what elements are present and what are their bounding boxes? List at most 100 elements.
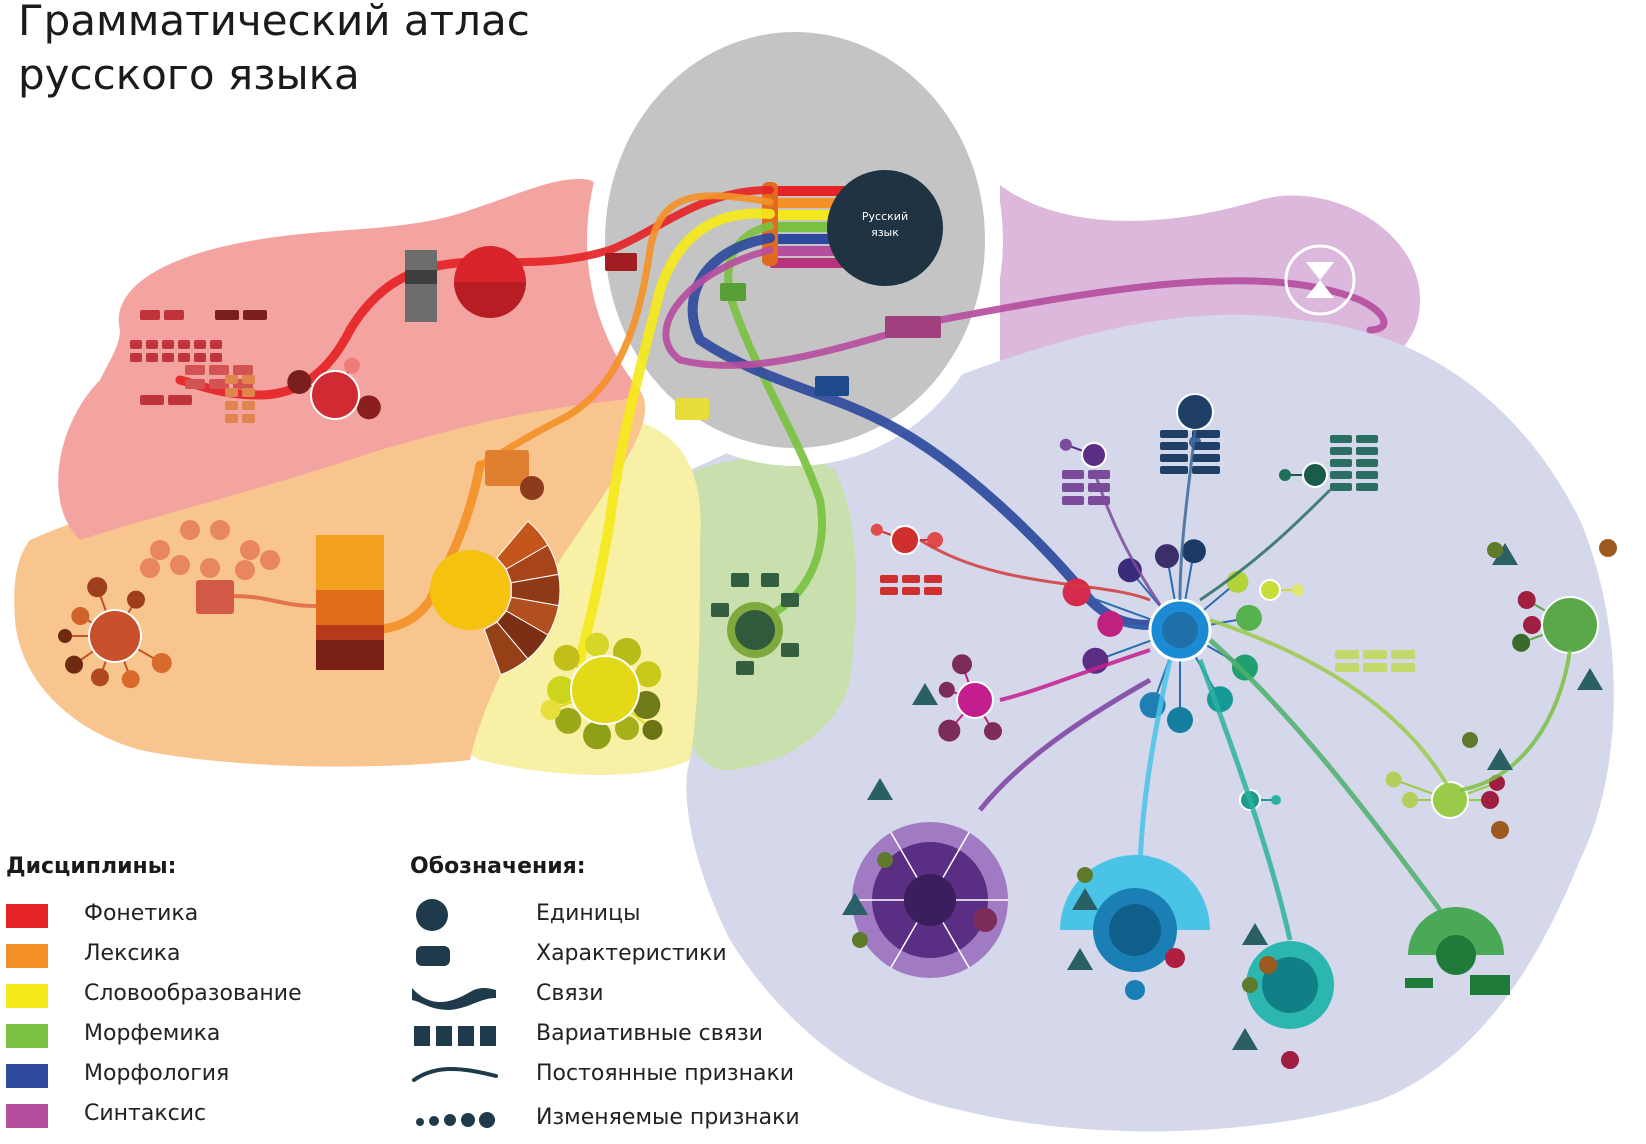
cluster-node (615, 716, 639, 741)
symbol-label: Изменяемые признаки (536, 1105, 800, 1130)
morphology-curve (1178, 429, 1197, 601)
cluster-node (1523, 616, 1541, 634)
hourglass-badge-icon (1284, 244, 1356, 316)
morphology-box (1192, 430, 1220, 438)
triangle-marker-icon (1492, 543, 1518, 565)
morphology-curve (1092, 469, 1162, 606)
morphology-box (1160, 466, 1188, 474)
phonetics-box (168, 395, 192, 405)
morphology-box (1363, 663, 1387, 672)
cluster-node (58, 629, 72, 643)
center-node-label: язык (871, 226, 899, 239)
lexis-node (150, 540, 170, 560)
discipline-label: Фонетика (84, 901, 199, 926)
phonetics-box (225, 388, 238, 397)
cluster-node (151, 653, 172, 673)
morphology-spoke-node (1097, 610, 1124, 637)
morphology-box (1405, 978, 1433, 988)
phonetics-box (242, 375, 255, 384)
phonetics-box (225, 401, 238, 410)
phonetics-box (146, 340, 158, 349)
morphology-box (1356, 447, 1378, 455)
phonetics-box (164, 310, 184, 320)
discipline-label: Морфемика (84, 1021, 221, 1046)
wordformation-box (675, 398, 709, 420)
triangle-marker-icon (1577, 668, 1603, 690)
symbol-label: Постоянные признаки (536, 1061, 795, 1086)
lexis-gradient-block (316, 640, 384, 670)
morphology-curve (999, 648, 1151, 702)
morphology-box (1192, 454, 1220, 462)
filled-circle-icon (416, 899, 448, 931)
lexis-box (485, 450, 529, 486)
cluster-node (642, 719, 663, 740)
cluster-node (984, 722, 1002, 741)
morphology-box (880, 575, 898, 583)
phonetics-box (210, 340, 222, 349)
morphology-box (1470, 975, 1510, 995)
beetle-marker-icon (852, 932, 868, 948)
morphology-box (902, 587, 920, 595)
morphology-box (1356, 483, 1378, 491)
phonetics-box (194, 340, 206, 349)
cluster-node (635, 661, 662, 688)
cluster-node (1385, 771, 1402, 788)
phonetics-box (140, 395, 164, 405)
morphology-spoke-node (1062, 578, 1091, 607)
bear-marker-icon (1259, 956, 1277, 974)
phonetics-box (178, 353, 190, 362)
cluster-node (1512, 633, 1531, 652)
morphology-box (1391, 650, 1415, 659)
title-line-2: русского языка (18, 50, 360, 99)
morphology-teal-core (1262, 957, 1318, 1013)
phonetics-box (243, 310, 267, 320)
cluster-node (121, 670, 140, 689)
morphemics-box (781, 593, 799, 607)
triangle-marker-icon (1487, 748, 1513, 770)
morphology-box (1330, 435, 1352, 443)
morphology-hub-core (1162, 612, 1198, 648)
morphology-disc-divider (890, 832, 918, 878)
morphemics-box (761, 573, 779, 587)
lexis-node (520, 476, 544, 500)
phonetics-box (233, 365, 253, 375)
morphology-box (1088, 470, 1110, 479)
cluster-node (870, 523, 883, 536)
beetle-marker-icon (1487, 542, 1503, 558)
morphology-box (1062, 470, 1084, 479)
discipline-swatch (6, 1024, 48, 1048)
morphology-box (1335, 663, 1359, 672)
discipline-label: Лексика (84, 941, 181, 966)
morphemics-core (735, 610, 775, 650)
cluster-node (1292, 584, 1304, 596)
symbols-heading: Обозначения: (410, 854, 586, 879)
morphemics-box (711, 603, 729, 617)
cluster-node (540, 699, 561, 720)
phonetics-box (178, 340, 190, 349)
bear-marker-icon (1599, 539, 1617, 557)
triangle-marker-icon (867, 778, 893, 800)
morphology-disc-divider (890, 922, 918, 968)
cluster-node (356, 395, 381, 420)
morphology-curve (978, 677, 1152, 812)
phonetics-box (146, 353, 158, 362)
lexis-node (140, 558, 160, 578)
phonetics-characteristic-box (405, 270, 437, 284)
morphemics-box (736, 661, 754, 675)
morphology-cluster-node (1259, 579, 1281, 601)
morphology-node (973, 908, 997, 932)
hourglass-icon (1306, 262, 1334, 298)
phonetics-box (242, 401, 255, 410)
lexis-node (235, 560, 255, 580)
cluster-node (632, 691, 661, 720)
morphology-cluster-node (1081, 442, 1107, 468)
phonetics-box (162, 340, 174, 349)
morphology-spoke-node (1235, 604, 1262, 631)
phonetics-box (242, 414, 255, 423)
cluster-node (553, 644, 580, 671)
morphology-curve (1459, 649, 1572, 792)
phonetics-box (194, 353, 206, 362)
cluster-node (555, 707, 582, 734)
cluster-node (71, 607, 90, 625)
cluster-node (90, 668, 109, 687)
